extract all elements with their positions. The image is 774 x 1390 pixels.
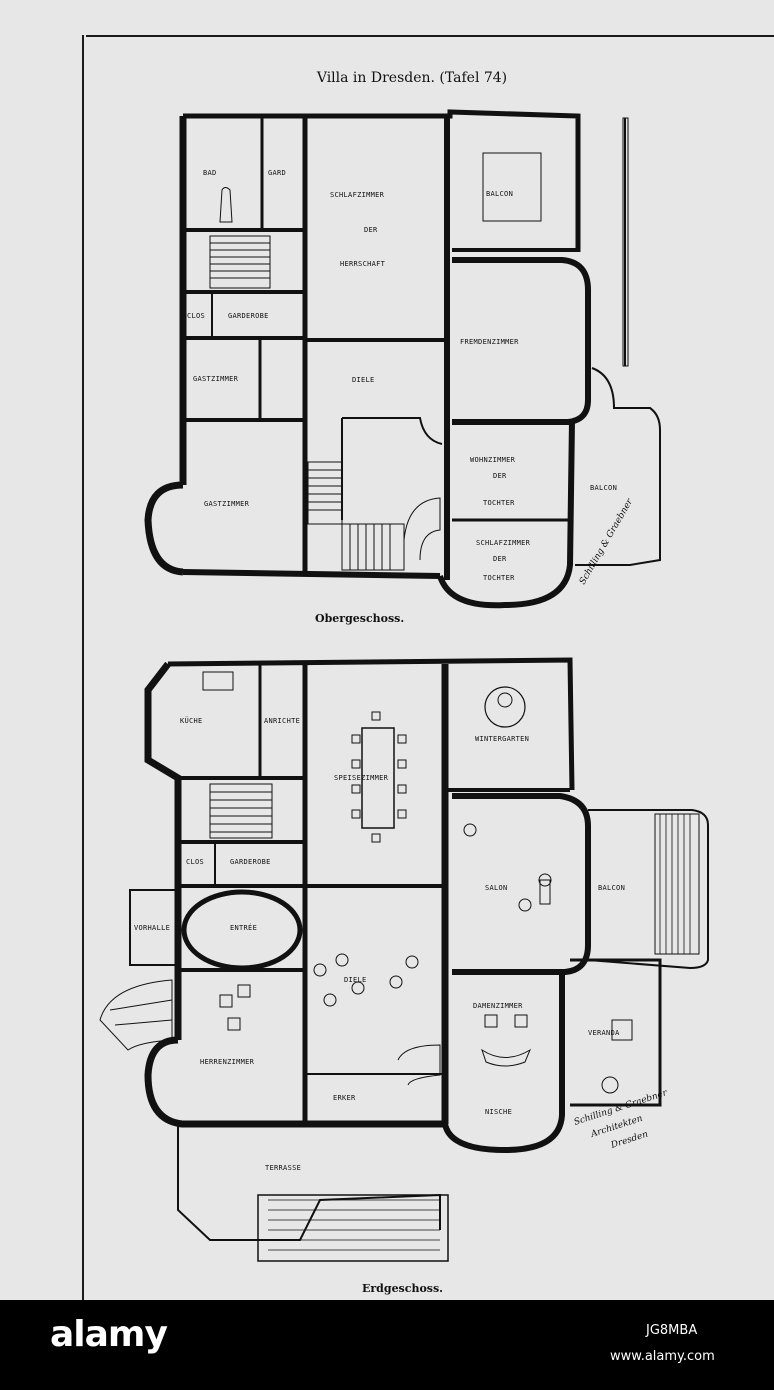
room-label-balcon-side: BALCON <box>590 484 617 492</box>
sheet-border-top <box>86 35 774 37</box>
upper-floor-plan <box>144 109 661 609</box>
room-label-schlafzimmer-tochter-1: SCHLAFZIMMER <box>476 539 531 547</box>
room-label-clos: CLOS <box>187 312 205 320</box>
room-label-wohnzimmer-tochter-2: DER <box>493 472 507 480</box>
room-label-garderobe-ground: GARDEROBE <box>230 858 271 866</box>
room-label-speisezimmer: SPEISEZIMMER <box>334 774 389 782</box>
room-label-wintergarten: WINTERGARTEN <box>475 735 529 743</box>
room-label-damenzimmer: DAMENZIMMER <box>473 1002 523 1010</box>
architect-signature-upper: Schilling & Graebner <box>578 497 636 587</box>
room-label-balcon-ground: BALCON <box>598 884 625 892</box>
sheet-border-left <box>82 35 84 1300</box>
room-label-diele-ground: DIELE <box>344 976 367 984</box>
room-label-entree: ENTRÉE <box>230 923 257 932</box>
room-label-schlafzimmer-herrschaft-1: SCHLAFZIMMER <box>330 191 385 199</box>
alamy-logo: alamy <box>50 1314 168 1355</box>
ground-floor-plan <box>99 657 709 1262</box>
room-label-diele: DIELE <box>352 376 375 384</box>
image-code: JG8MBA <box>646 1323 698 1338</box>
room-label-gard: GARD <box>268 169 286 177</box>
room-label-terrasse: TERRASSE <box>265 1164 301 1172</box>
room-label-vorhalle: VORHALLE <box>134 924 170 932</box>
room-label-schlafzimmer-herrschaft-3: HERRSCHAFT <box>340 260 386 268</box>
upper-floor-caption: Obergeschoss. <box>315 612 405 625</box>
room-label-erker: ERKER <box>333 1094 356 1102</box>
room-label-herrenzimmer: HERRENZIMMER <box>200 1058 255 1066</box>
room-label-schlafzimmer-herrschaft-2: DER <box>364 226 378 234</box>
watermark-url: www.alamy.com <box>610 1349 715 1364</box>
room-label-clos-ground: CLOS <box>186 858 204 866</box>
room-label-bad: BAD <box>203 169 217 177</box>
room-label-schlafzimmer-tochter-2: DER <box>493 555 507 563</box>
room-label-nische: NISCHE <box>485 1108 512 1116</box>
room-label-garderobe: GARDEROBE <box>228 312 269 320</box>
room-label-balcon-top: BALCON <box>486 190 513 198</box>
room-label-schlafzimmer-tochter-3: TOCHTER <box>483 574 515 582</box>
scanned-plan-sheet <box>0 0 774 1300</box>
architect-signature-ground-3: Dresden <box>609 1129 650 1151</box>
room-label-veranda: VERANDA <box>588 1029 620 1037</box>
ground-floor-caption: Erdgeschoss. <box>362 1282 444 1295</box>
room-label-anrichte: ANRICHTE <box>264 717 300 725</box>
room-label-gastzimmer-2: GASTZIMMER <box>204 500 250 508</box>
watermark-footer-bar <box>0 1300 774 1390</box>
room-label-wohnzimmer-tochter-3: TOCHTER <box>483 499 515 507</box>
room-label-salon: SALON <box>485 884 508 892</box>
floor-plans: BAD GARD SCHLAFZIMMER DER HERRSCHAFT BAL… <box>99 109 709 1262</box>
plate-title: Villa in Dresden. (Tafel 74) <box>316 70 508 86</box>
room-label-fremdenzimmer: FREMDENZIMMER <box>460 338 519 346</box>
ground-floor-furniture <box>219 711 633 1094</box>
room-label-wohnzimmer-tochter-1: WOHNZIMMER <box>470 456 516 464</box>
room-label-gastzimmer: GASTZIMMER <box>193 375 239 383</box>
room-label-kueche: KÜCHE <box>180 716 203 725</box>
